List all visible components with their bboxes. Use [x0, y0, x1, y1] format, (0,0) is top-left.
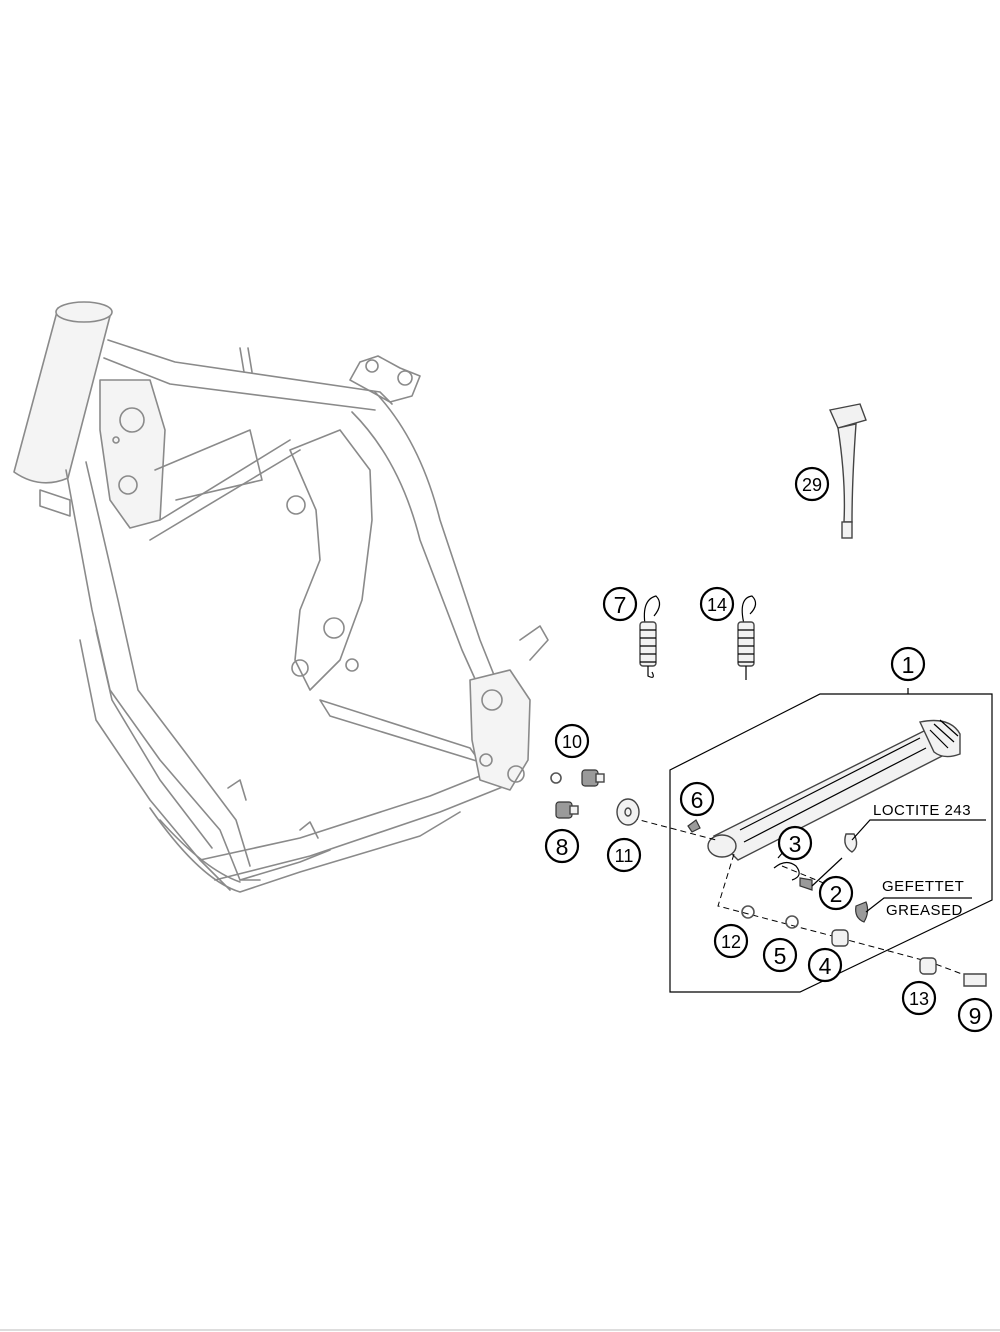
motorcycle-frame [13, 301, 549, 893]
svg-text:8: 8 [556, 834, 569, 860]
callout-12: 12 [713, 923, 749, 959]
nut-6 [687, 819, 701, 833]
grease-drop [855, 901, 869, 923]
svg-text:13: 13 [909, 989, 929, 1009]
svg-text:9: 9 [969, 1003, 982, 1029]
svg-text:5: 5 [774, 943, 787, 969]
svg-text:2: 2 [830, 881, 843, 907]
svg-text:12: 12 [721, 932, 741, 952]
spring-7 [639, 595, 661, 678]
callout-1: 1 [890, 646, 926, 682]
svg-text:1: 1 [902, 652, 915, 678]
callout-14: 14 [699, 586, 735, 622]
callout-7: 7 [602, 586, 638, 622]
callout-11: 11 [606, 837, 642, 873]
screw-2 [799, 877, 813, 891]
svg-text:11: 11 [615, 846, 634, 866]
greased-note: GREASED [886, 902, 963, 919]
svg-text:7: 7 [614, 592, 627, 618]
svg-text:6: 6 [691, 787, 704, 813]
svg-text:10: 10 [562, 732, 582, 752]
small-parts [550, 403, 987, 987]
bushing-4 [831, 929, 849, 947]
callout-6: 6 [679, 781, 715, 817]
bushing-13 [919, 957, 937, 975]
svg-text:3: 3 [789, 831, 802, 857]
loctite-note: LOCTITE 243 [873, 802, 971, 819]
callout-13: 13 [901, 980, 937, 1016]
tool-29 [829, 403, 867, 539]
callout-10: 10 [554, 723, 590, 759]
callout-29: 29 [794, 466, 830, 502]
svg-text:29: 29 [802, 475, 822, 495]
callout-4: 4 [807, 947, 843, 983]
callout-8: 8 [544, 828, 580, 864]
head-tube-top [55, 301, 113, 323]
bolt-10 [581, 769, 605, 787]
gefettet-note: GEFETTET [882, 878, 964, 895]
callouts: 1 2 3 4 5 6 7 8 [544, 466, 993, 1033]
clip-3 [773, 861, 800, 881]
bolt-9 [963, 973, 987, 987]
callout-3: 3 [777, 825, 813, 861]
callout-2: 2 [818, 875, 854, 911]
callout-9: 9 [957, 997, 993, 1033]
bolt-8 [555, 801, 579, 819]
assembly-box [669, 688, 993, 993]
svg-text:4: 4 [819, 953, 832, 979]
svg-text:14: 14 [707, 595, 727, 615]
spring-14 [737, 595, 757, 680]
steering-head-tube [13, 302, 111, 484]
callout-5: 5 [762, 937, 798, 973]
side-stand [707, 719, 961, 861]
